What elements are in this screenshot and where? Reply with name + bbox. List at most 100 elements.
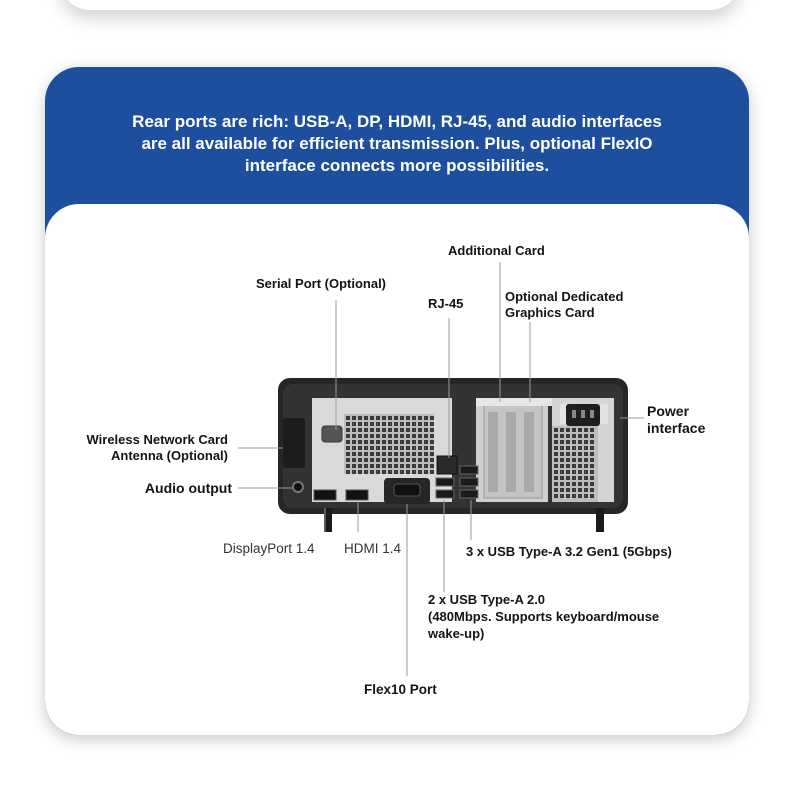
vent-hole — [430, 452, 434, 456]
vent-hole — [382, 428, 386, 432]
vent-hole — [358, 416, 362, 420]
vent-hole — [566, 488, 570, 492]
vent-hole — [394, 440, 398, 444]
vent-hole — [394, 434, 398, 438]
vent-hole — [346, 458, 350, 462]
vent-hole — [554, 470, 558, 474]
label-displayport: DisplayPort 1.4 — [223, 541, 315, 556]
vent-hole — [364, 428, 368, 432]
vent-hole — [578, 488, 582, 492]
vent-hole — [352, 422, 356, 426]
vent-hole — [566, 482, 570, 486]
vent-hole — [346, 416, 350, 420]
vent-hole — [430, 440, 434, 444]
label-serial-port: Serial Port (Optional) — [256, 276, 387, 291]
vent-hole — [370, 416, 374, 420]
vent-hole — [584, 434, 588, 438]
vent-hole — [430, 464, 434, 468]
vent-hole — [352, 434, 356, 438]
vent-hole — [424, 452, 428, 456]
vent-hole — [370, 458, 374, 462]
vent-hole — [572, 488, 576, 492]
vent-hole — [430, 428, 434, 432]
vent-hole — [572, 428, 576, 432]
vent-hole — [388, 464, 392, 468]
label-power-interface: Power interface — [647, 403, 706, 436]
vent-hole — [566, 452, 570, 456]
vent-hole — [412, 434, 416, 438]
usb-ports — [435, 465, 479, 499]
vent-hole — [412, 458, 416, 462]
vent-hole — [560, 440, 564, 444]
vent-hole — [566, 470, 570, 474]
vent-hole — [418, 452, 422, 456]
vent-hole — [376, 470, 380, 474]
vent-hole — [376, 428, 380, 432]
vent-hole — [400, 422, 404, 426]
vent-hole — [388, 446, 392, 450]
vent-hole — [424, 440, 428, 444]
vent-hole — [364, 434, 368, 438]
vent-hole — [430, 422, 434, 426]
vent-hole — [394, 464, 398, 468]
leader-lines — [238, 262, 644, 676]
serial-port — [321, 425, 343, 443]
vent-hole — [406, 464, 410, 468]
vent-hole — [590, 494, 594, 498]
vent-hole — [560, 488, 564, 492]
vent-hole — [424, 458, 428, 462]
vent-hole — [394, 458, 398, 462]
vent-hole — [584, 446, 588, 450]
vent-hole — [554, 494, 558, 498]
vent-hole — [364, 446, 368, 450]
vent-hole — [412, 470, 416, 474]
vent-hole — [364, 458, 368, 462]
vent-hole — [358, 428, 362, 432]
vent-hole — [370, 434, 374, 438]
vent-hole — [406, 428, 410, 432]
vent-hole — [584, 428, 588, 432]
vent-hole — [412, 416, 416, 420]
vent-hole — [418, 446, 422, 450]
vent-hole — [418, 440, 422, 444]
vent-hole — [572, 446, 576, 450]
vent-hole — [400, 440, 404, 444]
vent-hole — [352, 458, 356, 462]
vent-hole — [572, 452, 576, 456]
vent-hole — [370, 452, 374, 456]
label-usb32: 3 x USB Type-A 3.2 Gen1 (5Gbps) — [466, 544, 672, 559]
vent-hole — [566, 494, 570, 498]
vent-hole — [352, 470, 356, 474]
vent-hole — [388, 434, 392, 438]
vent-hole — [382, 440, 386, 444]
vent-hole — [406, 422, 410, 426]
vent-hole — [412, 422, 416, 426]
vent-hole — [590, 476, 594, 480]
vent-hole — [394, 470, 398, 474]
rj45-port — [436, 455, 458, 475]
vent-hole — [388, 416, 392, 420]
vent-hole — [578, 428, 582, 432]
vent-hole — [370, 440, 374, 444]
vent-hole — [554, 440, 558, 444]
vent-hole — [418, 464, 422, 468]
vent-hole — [584, 452, 588, 456]
vent-hole — [572, 470, 576, 474]
vent-hole — [590, 470, 594, 474]
vent-hole — [406, 440, 410, 444]
headline: Rear ports are rich: USB-A, DP, HDMI, RJ… — [75, 111, 719, 177]
vent-hole — [400, 464, 404, 468]
headline-line-3: interface connects more possibilities. — [244, 156, 550, 175]
label-usb20: 2 x USB Type-A 2.0 (480Mbps. Supports ke… — [428, 592, 660, 641]
vent-hole — [554, 482, 558, 486]
vent-hole — [560, 428, 564, 432]
vent-hole — [382, 452, 386, 456]
vent-hole — [358, 452, 362, 456]
vent-hole — [406, 416, 410, 420]
vent-hole — [388, 428, 392, 432]
vent-hole — [376, 452, 380, 456]
label-graphics-card: Optional Dedicated Graphics Card — [505, 289, 624, 320]
vent-hole — [584, 476, 588, 480]
vent-hole — [358, 458, 362, 462]
